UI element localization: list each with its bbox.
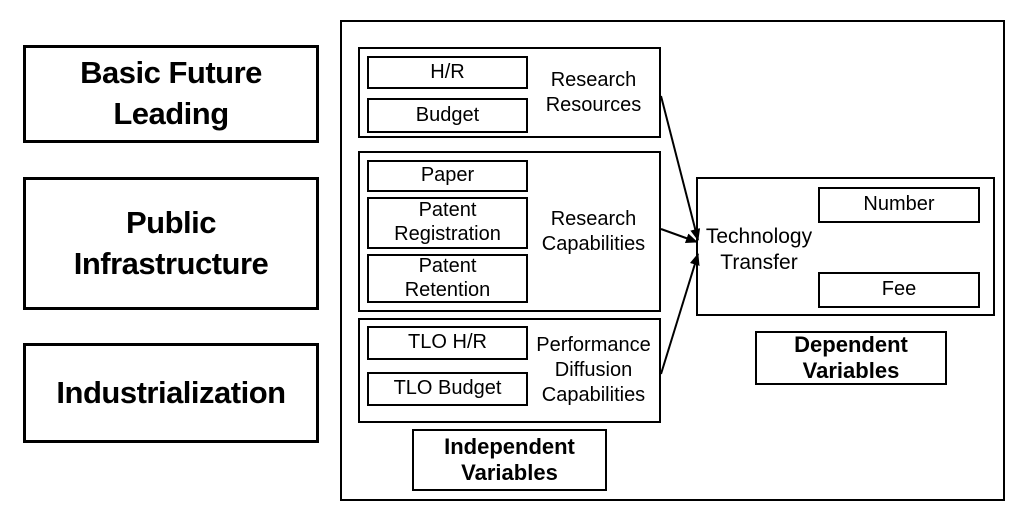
- factor-box-industrialization: Industrialization: [23, 343, 319, 443]
- variable-box-patent-retention: Patent Retention: [367, 254, 528, 303]
- variable-box-tlo-hr: TLO H/R: [367, 326, 528, 360]
- group-label-research-capabilities: Research Capabilities: [541, 207, 646, 255]
- label-technology-transfer: Technology Transfer: [705, 224, 813, 274]
- group-box-technology-transfer: [696, 177, 995, 316]
- variable-box-fee: Fee: [818, 272, 980, 308]
- variable-box-paper: Paper: [367, 160, 528, 192]
- variable-box-budget: Budget: [367, 98, 528, 133]
- caption-dependent-variables: Dependent Variables: [755, 331, 947, 385]
- caption-independent-variables: Independent Variables: [412, 429, 607, 491]
- model-frame: [340, 20, 1005, 501]
- group-label-research-resources: Research Resources: [545, 68, 642, 116]
- variable-box-tlo-budget: TLO Budget: [367, 372, 528, 406]
- variable-box-number: Number: [818, 187, 980, 223]
- variable-box-patent-registration: Patent Registration: [367, 197, 528, 249]
- group-box-research-resources: [358, 47, 661, 138]
- group-box-performance-diffusion: [358, 318, 661, 423]
- factor-box-basic-future-leading: Basic Future Leading: [23, 45, 319, 143]
- group-box-research-capabilities: [358, 151, 661, 312]
- group-label-performance-diffusion: Performance Diffusion Capabilities: [536, 334, 651, 406]
- factor-box-public-infrastructure: Public Infrastructure: [23, 177, 319, 310]
- variable-box-hr: H/R: [367, 56, 528, 89]
